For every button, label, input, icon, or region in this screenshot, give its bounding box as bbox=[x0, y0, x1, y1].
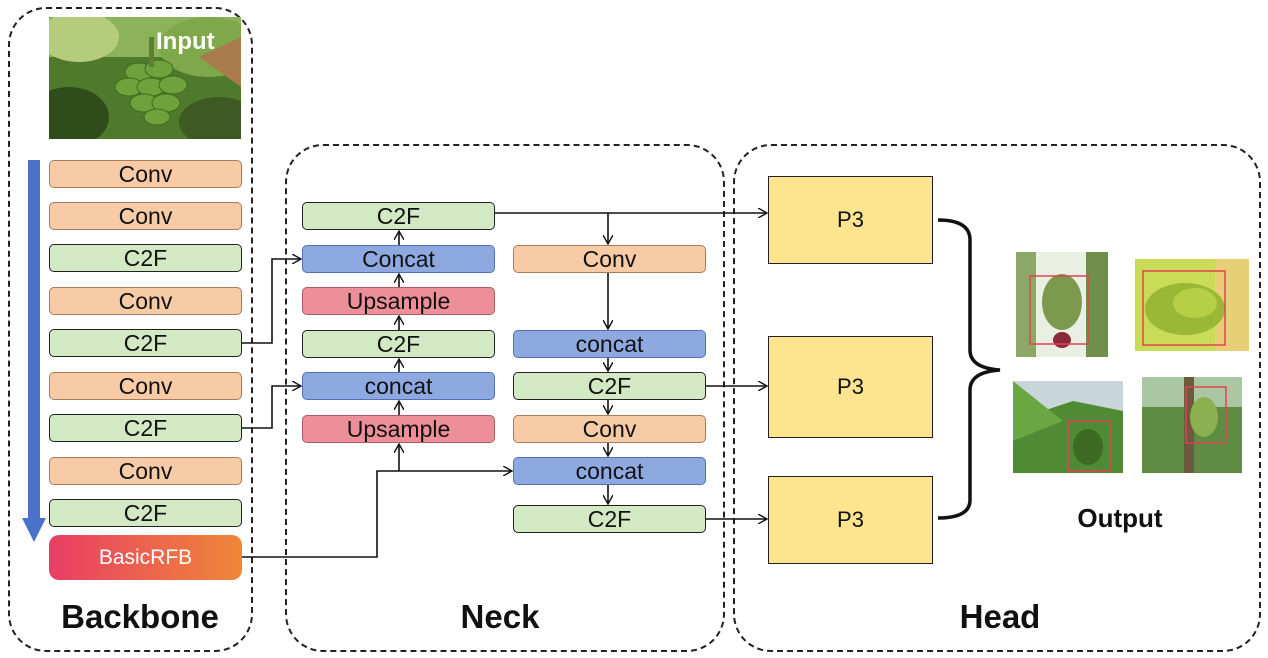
wire-rfb-to-neck bbox=[242, 471, 511, 558]
output-image-3 bbox=[1013, 381, 1123, 473]
neck-title: Neck bbox=[460, 598, 540, 635]
backbone-c2f-1: C2F bbox=[49, 244, 242, 272]
neck-left-upsample-2: Upsample bbox=[302, 415, 495, 443]
neck-left-c2f-mid: C2F bbox=[302, 330, 495, 358]
backbone-title: Backbone bbox=[61, 598, 219, 635]
neck-right-concat-2: concat bbox=[513, 457, 706, 485]
wire-backbone-to-concat-2 bbox=[242, 386, 300, 429]
input-image bbox=[49, 17, 241, 139]
output-label: Output bbox=[1077, 503, 1163, 533]
input-label: Input bbox=[156, 28, 215, 55]
neck-left-concat-1: Concat bbox=[302, 245, 495, 273]
neck-left-upsample-1: Upsample bbox=[302, 287, 495, 315]
neck-right-conv-1: Conv bbox=[513, 245, 706, 273]
head-p3-mid: P3 bbox=[768, 336, 933, 438]
output-image-4 bbox=[1142, 377, 1242, 473]
neck-left-concat-2: concat bbox=[302, 372, 495, 400]
basicrfb-block: BasicRFB bbox=[49, 535, 242, 580]
head-title: Head bbox=[959, 598, 1041, 635]
wire-backbone-to-concat-1 bbox=[242, 259, 300, 344]
backbone-conv-2: Conv bbox=[49, 202, 242, 230]
backbone-c2f-3: C2F bbox=[49, 414, 242, 442]
backbone-conv-5: Conv bbox=[49, 457, 242, 485]
neck-right-c2f-1: C2F bbox=[513, 372, 706, 400]
neck-right-c2f-2: C2F bbox=[513, 505, 706, 533]
backbone-conv-1: Conv bbox=[49, 160, 242, 188]
head-p3-top: P3 bbox=[768, 176, 933, 264]
backbone-c2f-2: C2F bbox=[49, 329, 242, 357]
backbone-conv-3: Conv bbox=[49, 287, 242, 315]
backbone-conv-4: Conv bbox=[49, 372, 242, 400]
backbone-panel bbox=[8, 7, 253, 652]
neck-left-c2f-top: C2F bbox=[302, 202, 495, 230]
output-image-1 bbox=[1016, 252, 1108, 357]
output-image-2 bbox=[1135, 259, 1249, 351]
neck-panel bbox=[285, 144, 725, 652]
head-p3-bottom: P3 bbox=[768, 476, 933, 564]
output-bracket bbox=[937, 218, 1001, 520]
backbone-c2f-4: C2F bbox=[49, 499, 242, 527]
neck-right-conv-2: Conv bbox=[513, 415, 706, 443]
head-panel bbox=[733, 144, 1261, 652]
neck-right-concat-1: concat bbox=[513, 330, 706, 358]
